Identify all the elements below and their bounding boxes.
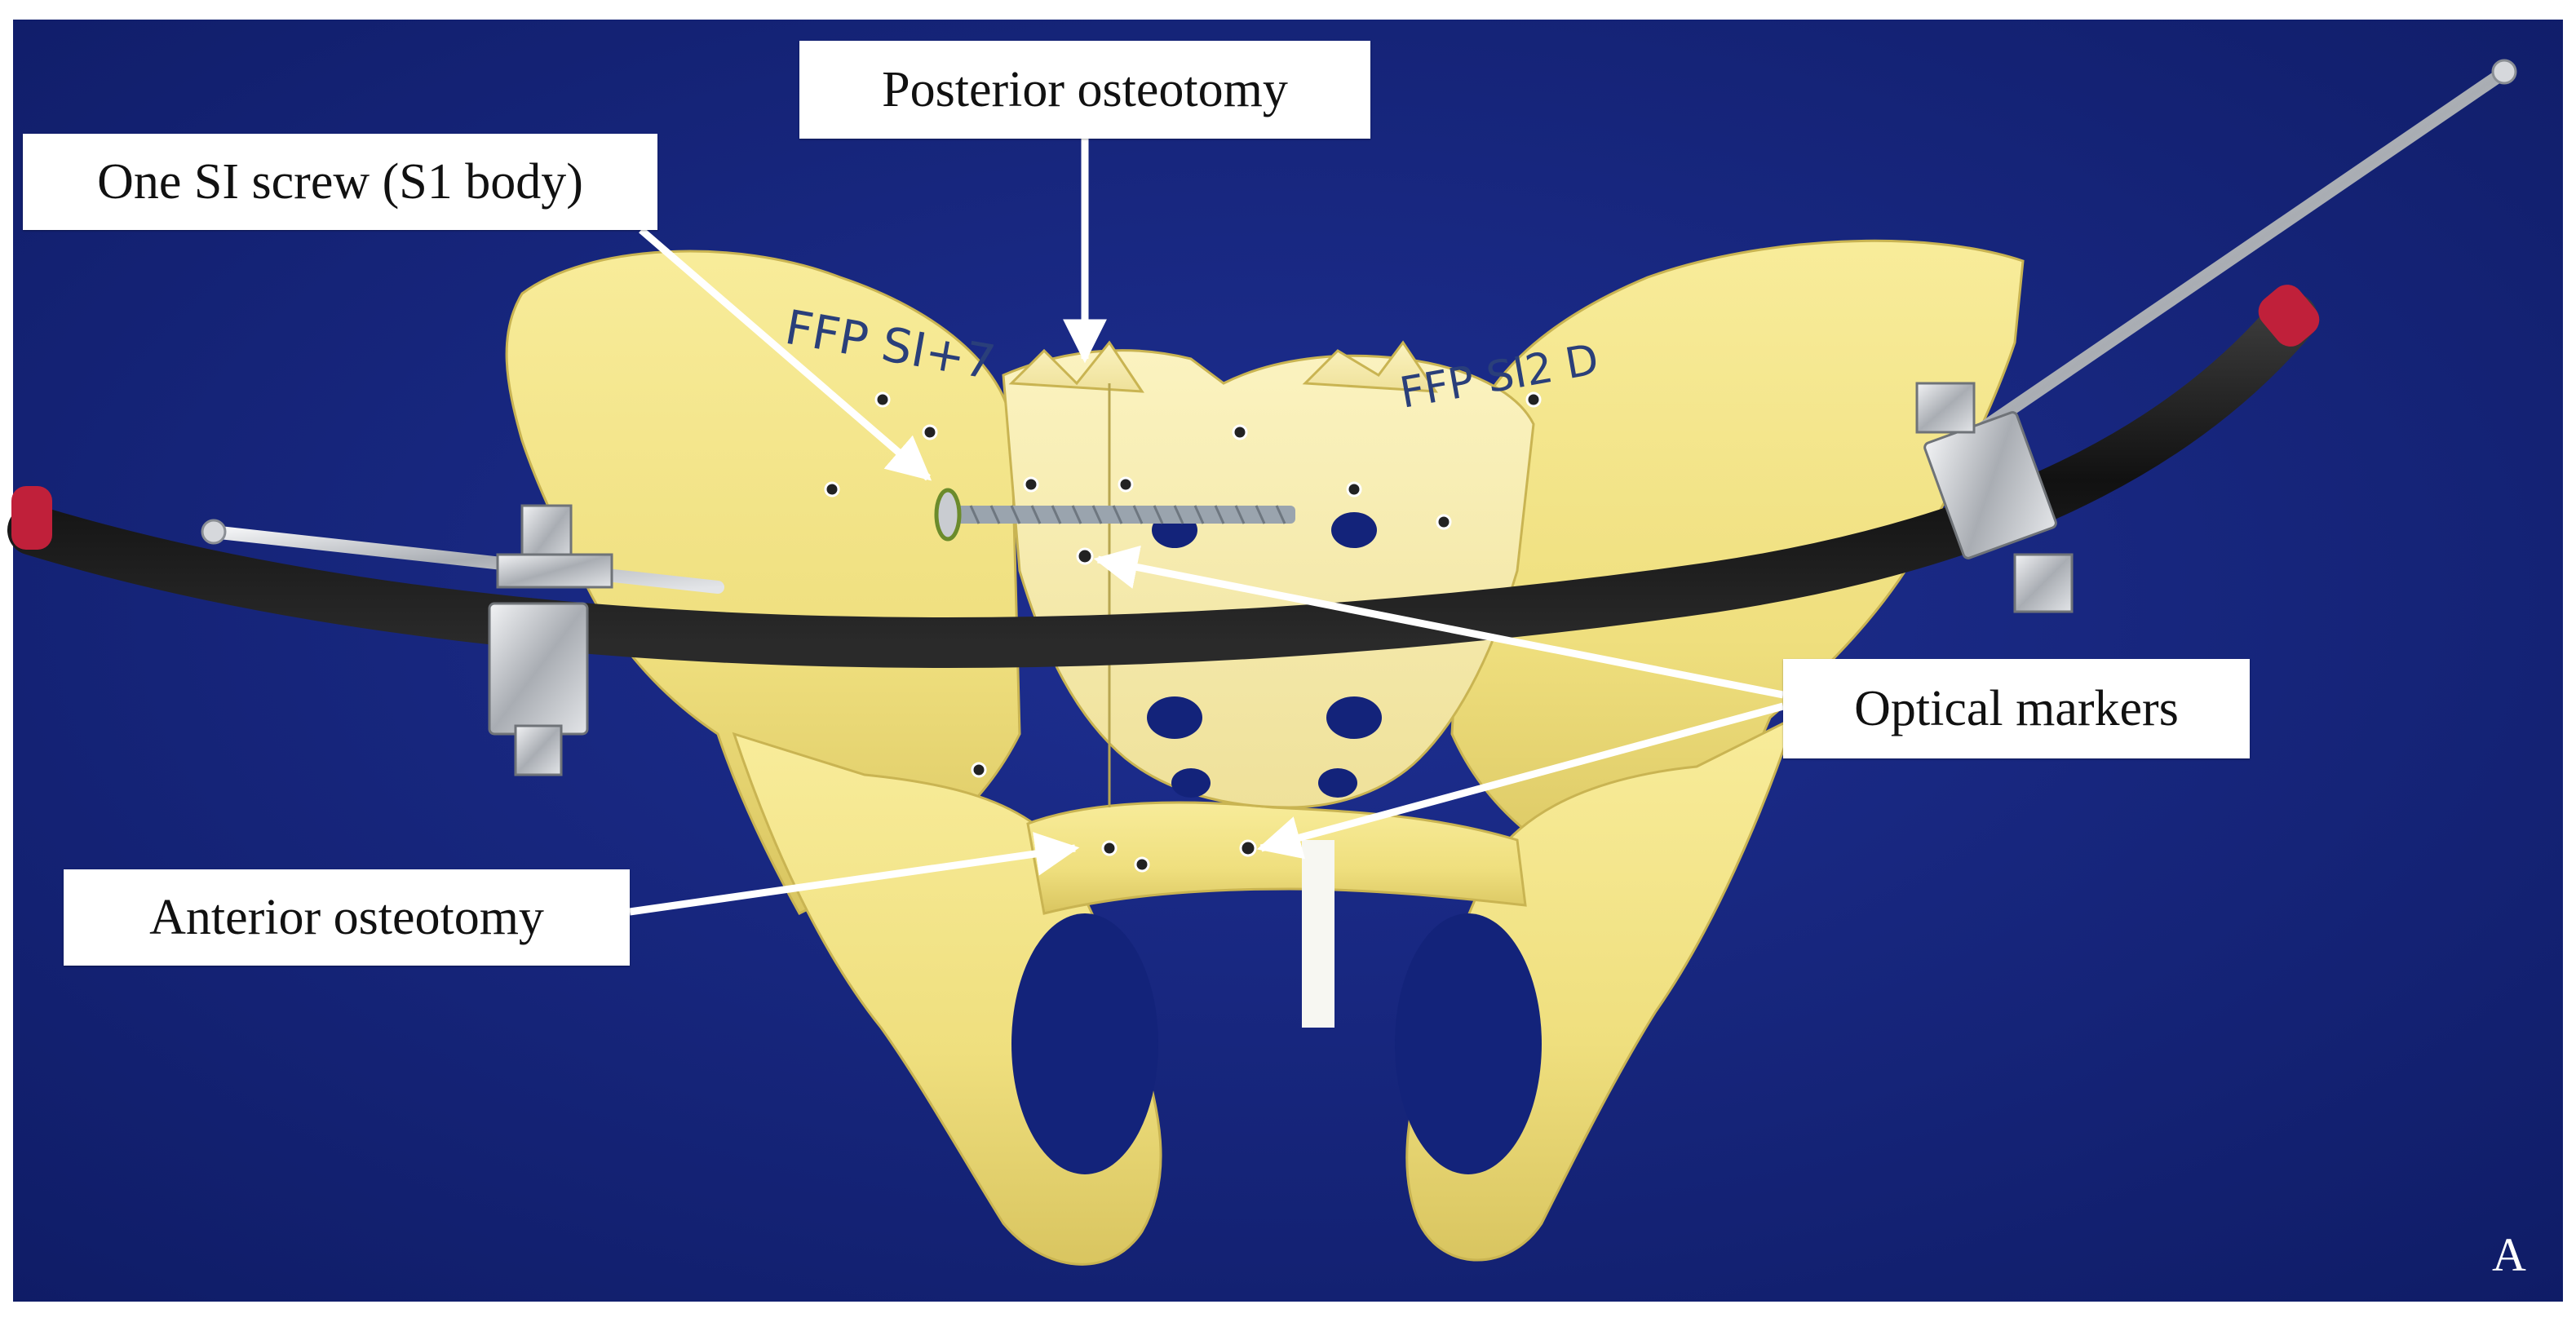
arrow-si-screw <box>639 227 932 481</box>
left-obturator-foramen <box>1011 913 1158 1174</box>
panel-letter: A <box>2492 1227 2526 1281</box>
sacrum <box>1002 349 1535 809</box>
sacral-spinous-process-right <box>1302 340 1438 393</box>
right-pin-rod <box>1935 59 2517 463</box>
rod-cap-right <box>2258 285 2320 347</box>
label-posterior-osteotomy: Posterior osteotomy <box>799 41 1370 139</box>
callout-arrows <box>629 139 1785 916</box>
rod-cap-left <box>11 486 52 550</box>
right-clamp <box>1915 382 2074 613</box>
label-anterior-osteotomy: Anterior osteotomy <box>64 869 630 966</box>
left-pin-rod <box>201 519 724 594</box>
left-clamp <box>488 504 613 776</box>
si-screw <box>934 488 1295 542</box>
arrow-optical-2 <box>1256 702 1785 860</box>
label-si-screw: One SI screw (S1 body) <box>23 134 657 230</box>
external-fixator-rod <box>7 293 2317 668</box>
symphysis-tape <box>1302 840 1334 1028</box>
optical-marker-dots <box>824 391 1542 873</box>
arrow-optical-1 <box>1093 545 1784 699</box>
arrow-anterior <box>629 832 1080 916</box>
label-optical-markers: Optical markers <box>1783 659 2250 758</box>
left-iliac-wing <box>505 250 1021 915</box>
right-obturator-foramen <box>1395 913 1542 1174</box>
